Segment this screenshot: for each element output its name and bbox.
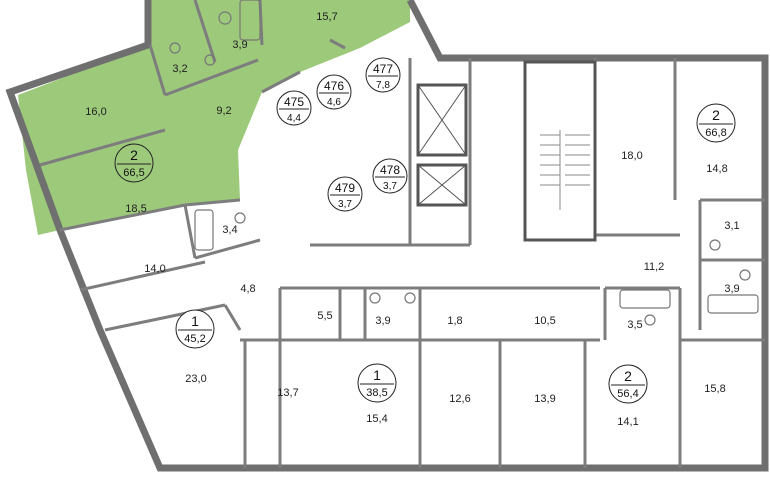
apartment-area: 45,2 [184,333,205,345]
storage-number: 479 [335,181,355,195]
storage-bubble-479[interactable]: 479 3,7 [327,176,363,212]
storage-area: 3,7 [383,181,397,192]
stair-steps [540,130,590,210]
room-area-label: 4,8 [240,283,255,295]
room-area-label: 3,9 [724,283,739,295]
apartment-bubble-1[interactable]: 2 66,5 [114,143,154,183]
room-area-label: 23,0 [185,373,206,385]
room-area-label: 3,1 [724,220,739,232]
stair-core [416,60,597,242]
storage-number: 476 [324,79,344,93]
apartment-bubble-5[interactable]: 2 56,4 [608,364,648,404]
room-area-label: 14,0 [144,263,165,275]
storage-area: 4,6 [327,97,341,108]
room-area-label: 1,8 [447,315,462,327]
room-area-label: 9,2 [216,105,231,117]
storage-number: 477 [373,62,393,76]
room-area-label: 3,2 [172,63,187,75]
storage-area: 4,4 [287,113,301,124]
room-area-label: 5,5 [317,310,332,322]
room-area-label: 3,5 [627,319,642,331]
storage-number: 478 [380,163,400,177]
room-area-label: 3,9 [375,315,390,327]
room-area-label: 13,7 [277,387,298,399]
room-area-label: 12,6 [449,393,470,405]
storage-area: 3,7 [338,199,352,210]
apartment-rooms: 2 [624,368,632,384]
apartment-rooms: 2 [712,107,720,123]
apartment-rooms: 1 [373,367,381,383]
apartment-area: 56,4 [617,388,638,400]
apartment-bubble-3[interactable]: 1 45,2 [175,309,215,349]
room-area-label: 10,5 [534,315,555,327]
outer-walls [5,0,769,472]
bathroom-fixtures [169,0,759,326]
apartment-area: 66,5 [123,167,144,179]
apartment-area: 66,8 [705,127,726,139]
storage-number: 475 [284,95,304,109]
storage-bubble-478[interactable]: 478 3,7 [372,158,408,194]
room-area-label: 14,8 [706,163,727,175]
storage-area: 7,8 [376,80,390,91]
room-area-label: 18,0 [621,150,642,162]
room-area-label: 3,9 [232,39,247,51]
apartment-rooms: 2 [130,147,138,163]
room-area-label: 15,7 [316,11,337,23]
storage-bubble-475[interactable]: 475 4,4 [276,90,312,126]
room-area-label: 18,5 [125,203,146,215]
room-area-label: 15,4 [366,413,387,425]
storage-bubble-477[interactable]: 477 7,8 [365,57,401,93]
storage-bubble-476[interactable]: 476 4,6 [316,74,352,110]
room-area-label: 15,8 [704,383,725,395]
room-area-label: 11,2 [644,261,665,273]
room-area-label: 16,0 [85,106,106,118]
room-labels: 15,7 3,9 3,2 16,0 9,2 18,5 3,4 14,0 4,8 … [85,11,739,428]
apartment-area: 38,5 [366,387,387,399]
apartment-bubble-4[interactable]: 1 38,5 [357,363,397,403]
apartment-bubble-2[interactable]: 2 66,8 [696,103,736,143]
room-area-label: 14,1 [617,416,638,428]
room-area-label: 3,4 [222,224,237,236]
room-area-label: 13,9 [534,393,555,405]
apartment-rooms: 1 [191,313,199,329]
